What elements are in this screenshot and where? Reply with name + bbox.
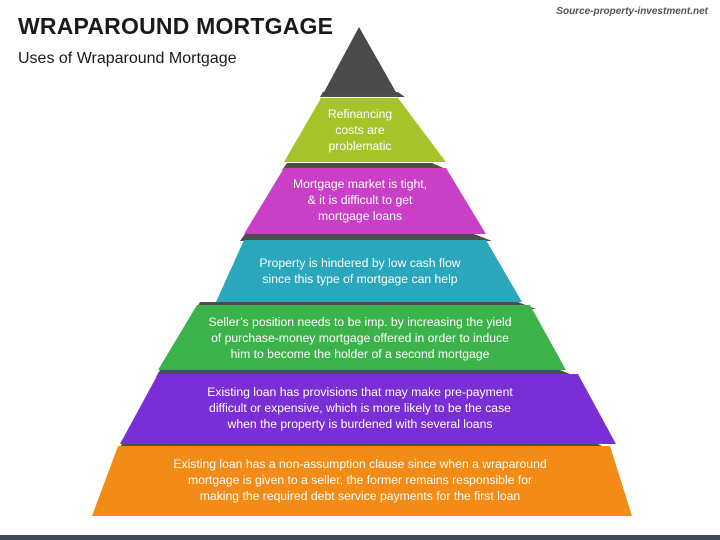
footer-bar xyxy=(0,535,720,540)
tier-3-text: Property is hindered by low cash flow si… xyxy=(230,255,490,287)
tier-1-line: Refinancing xyxy=(327,107,393,121)
tier-6-text: Existing loan has a non-assumption claus… xyxy=(130,456,590,504)
tier-2-line: & it is difficult to get xyxy=(307,193,413,207)
tier-2-text: Mortgage market is tight, & it is diffic… xyxy=(260,176,460,224)
tier-1-text: Refinancing costs are problematic xyxy=(300,106,420,154)
tier-6-line: making the required debt service payment… xyxy=(199,489,521,503)
tier-shadow-3 xyxy=(240,234,492,241)
tier-5-line: Existing loan has provisions that may ma… xyxy=(207,385,513,399)
tier-shape-4 xyxy=(158,305,566,370)
tier-4-line: of purchase-money mortgage offered in or… xyxy=(211,331,509,345)
tier-4-line: him to become the holder of a second mor… xyxy=(230,347,490,361)
tier-shape-6 xyxy=(92,446,632,516)
tier-3-line: since this type of mortgage can help xyxy=(262,272,458,286)
tier-shape-3 xyxy=(216,240,522,302)
page-title: WRAPAROUND MORTGAGE xyxy=(18,13,334,39)
tier-5-text: Existing loan has provisions that may ma… xyxy=(160,384,560,432)
source-credit: Source-property-investment.net xyxy=(556,6,708,17)
page-subtitle: Uses of Wraparound Mortgage xyxy=(18,50,237,67)
tier-shape-5 xyxy=(120,374,616,444)
tier-3-line: Property is hindered by low cash flow xyxy=(259,256,461,270)
tier-4-text: Seller’s position needs to be imp. by in… xyxy=(180,314,540,362)
tier-5-line: when the property is burdened with sever… xyxy=(227,417,493,431)
tier-1-line: costs are xyxy=(335,123,385,137)
tier-6-line: Existing loan has a non-assumption claus… xyxy=(173,457,547,471)
tier-5-line: difficult or expensive, which is more li… xyxy=(209,401,511,415)
tier-2-line: Mortgage market is tight, xyxy=(292,177,428,191)
tier-4-line: Seller’s position needs to be imp. by in… xyxy=(208,315,512,329)
tier-6-line: mortgage is given to a seller, the forme… xyxy=(187,473,533,487)
pyramid-apex xyxy=(323,27,397,94)
tier-shape-1 xyxy=(284,98,446,162)
tier-shape-2 xyxy=(244,168,486,234)
tier-1-line: problematic xyxy=(328,139,392,153)
tier-2-line: mortgage loans xyxy=(317,209,402,223)
